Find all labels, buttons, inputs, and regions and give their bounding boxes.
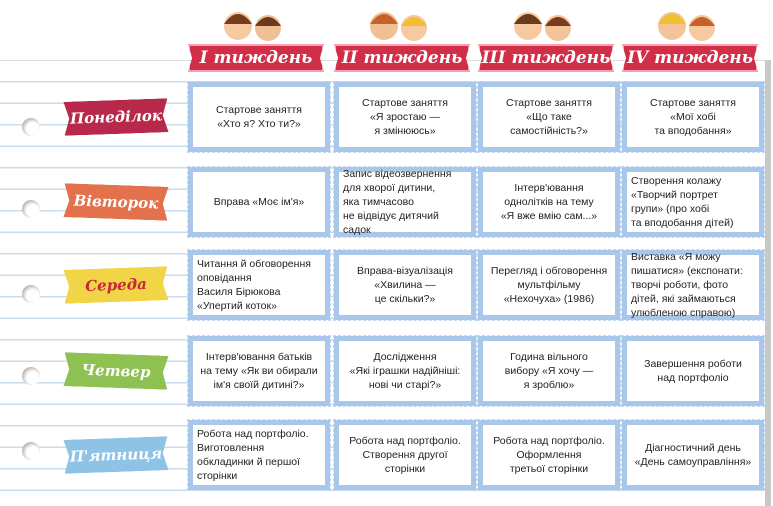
schedule-cell: Виставка «Я можу пишатися» (експонати: т… (621, 249, 765, 321)
binder-hole (22, 442, 40, 460)
schedule-cell: Створення колажу «Творчий портрет групи»… (621, 166, 765, 238)
children-illustration (370, 12, 427, 41)
binder-hole (22, 367, 40, 385)
schedule-cell: Дослідження «Які іграшки надійніші: нові… (333, 335, 477, 407)
schedule-cell: Інтерв'ювання батьків на тему «Як ви оби… (187, 335, 331, 407)
schedule-cell: Стартове заняття «Мої хобі та вподобання… (621, 81, 765, 153)
children-illustration (658, 12, 715, 41)
schedule-cell: Робота над портфоліо. Виготовлення обкла… (187, 419, 331, 491)
binder-hole (22, 285, 40, 303)
week-header: IV тиждень (622, 44, 758, 72)
schedule-cell: Завершення роботи над портфоліо (621, 335, 765, 407)
children-illustration (224, 12, 281, 41)
schedule-cell: Читання й обговорення оповідання Василя … (187, 249, 331, 321)
schedule-cell: Інтерв'ювання однолітків на тему «Я вже … (477, 166, 621, 238)
binder-hole (22, 200, 40, 218)
day-label: Вівторок (63, 183, 168, 221)
day-label: П'ятниця (63, 436, 168, 474)
binder-hole (22, 118, 40, 136)
schedule-cell: Перегляд і обговорення мультфільму «Нехо… (477, 249, 621, 321)
day-label: Четвер (63, 352, 168, 390)
schedule-cell: Робота над портфоліо. Створення другої с… (333, 419, 477, 491)
schedule-cell: Стартове заняття «Хто я? Хто ти?» (187, 81, 331, 153)
children-illustration (514, 12, 571, 41)
day-label: Середа (63, 266, 168, 304)
week-header: III тиждень (478, 44, 614, 72)
schedule-cell: Стартове заняття «Я зростаю — я змінююсь… (333, 81, 477, 153)
schedule-cell: Вправа «Моє ім'я» (187, 166, 331, 238)
week-header: II тиждень (334, 44, 470, 72)
schedule-cell: Діагностичний день «День самоуправління» (621, 419, 765, 491)
schedule-cell: Робота над портфоліо. Оформлення третьої… (477, 419, 621, 491)
schedule-cell: Стартове заняття «Що таке самостійність?… (477, 81, 621, 153)
schedule-cell: Запис відеозвернення для хворої дитини, … (333, 166, 477, 238)
day-label: Понеділок (63, 98, 168, 136)
schedule-cell: Вправа-візуалізація «Хвилина — це скільк… (333, 249, 477, 321)
week-header: I тиждень (188, 44, 324, 72)
schedule-cell: Година вільного вибору «Я хочу — я зробл… (477, 335, 621, 407)
